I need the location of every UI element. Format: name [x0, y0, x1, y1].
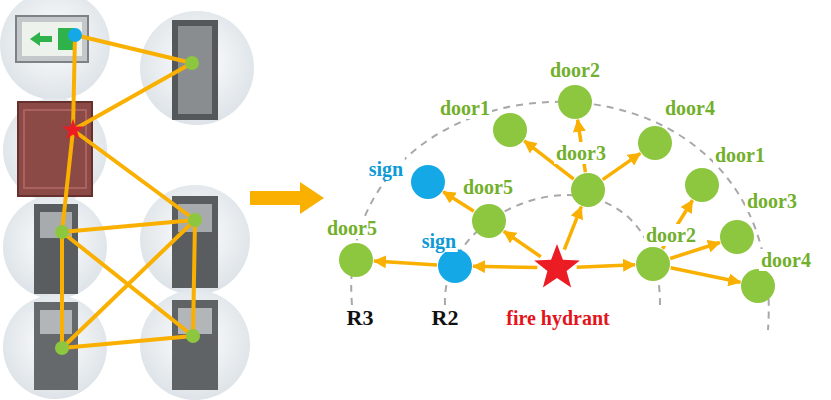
scene-graph-nodes [55, 28, 202, 355]
object-photos [16, 16, 218, 390]
door-node: door1 [685, 168, 719, 202]
graph-edge [62, 336, 193, 348]
photo-bubbles [0, 0, 254, 400]
node-label: sign [420, 230, 458, 252]
node-label: door1 [438, 97, 492, 119]
sign-node: sign [438, 249, 472, 283]
node-label: door5 [325, 217, 379, 239]
photo-bubble [0, 0, 110, 100]
relation-arrow [564, 207, 581, 250]
ring-arc [445, 195, 660, 305]
door-dot [186, 329, 200, 343]
relation-arrow [577, 265, 635, 267]
door-window [40, 212, 72, 238]
door-node: door5 [472, 204, 506, 238]
ring-label: R3 [345, 306, 376, 330]
relation-arrow [473, 266, 537, 267]
node-label: door3 [554, 142, 608, 164]
sign-node: sign [411, 165, 445, 199]
door-node: door5 [339, 243, 373, 277]
door-window [40, 310, 72, 334]
graph-edge [62, 130, 73, 232]
door-photo [34, 204, 78, 294]
node-label: door4 [759, 249, 813, 271]
door-node: door1 [493, 113, 527, 147]
relation-arrow [671, 268, 741, 283]
fire-hydrant-star: fire hydrant [533, 244, 581, 292]
graph-edge [193, 220, 195, 336]
hydrant-star [63, 119, 84, 139]
exit-sign-photo [16, 16, 88, 62]
node-label: door4 [663, 97, 717, 119]
node-label: door2 [644, 224, 698, 246]
node-label: door1 [713, 144, 767, 166]
photo-bubble [140, 11, 254, 125]
exit-arrow-icon [30, 32, 52, 46]
door-dot [188, 213, 202, 227]
door-dot [55, 341, 69, 355]
node-label: door3 [745, 190, 799, 212]
graph-edge [73, 63, 192, 130]
relation-arrow [603, 153, 641, 179]
node-label: fire hydrant [504, 307, 612, 329]
graph-edge [75, 35, 192, 63]
photo-bubble [3, 98, 107, 202]
sign-dot [68, 28, 82, 42]
star-shape [534, 244, 580, 287]
relation-arrow [374, 261, 437, 265]
graph-edge [60, 232, 64, 348]
door-node: door3 [720, 220, 754, 254]
graph-edge [62, 220, 195, 232]
door-node: door2 [558, 85, 592, 119]
node-label: sign [367, 158, 405, 180]
graph-edge [73, 130, 195, 220]
graph-edge [73, 35, 75, 130]
door-node: door4 [638, 126, 672, 160]
ring-arcs [351, 102, 769, 330]
star-shape [533, 244, 581, 292]
hydrant-cabinet-photo [18, 102, 92, 196]
transform-arrow [250, 182, 324, 214]
door-node: door4 [741, 269, 775, 303]
relation-arrow [504, 231, 541, 257]
door-dot [185, 56, 199, 70]
node-label: door5 [461, 176, 515, 198]
photo-bubble [3, 195, 107, 299]
ring-label: R2 [430, 306, 461, 330]
scene-graph-edges [62, 35, 195, 348]
door-node: door2 [636, 247, 670, 281]
graph-edge [62, 220, 195, 348]
door-node: door3 [571, 173, 605, 207]
door-dot [55, 225, 69, 239]
node-label: door2 [548, 59, 602, 81]
cabinet-panel [24, 110, 86, 188]
ring-arc [351, 102, 769, 330]
